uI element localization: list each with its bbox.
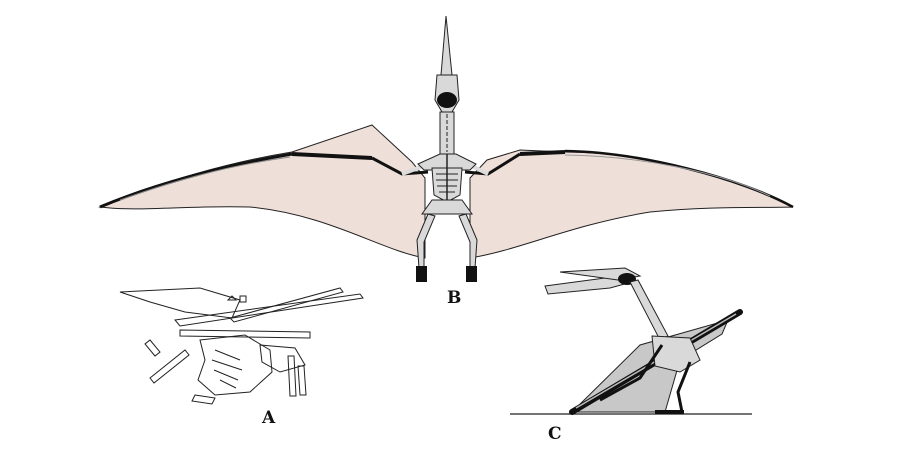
fossil-bone-upright-1 — [287, 355, 297, 397]
left-metacarpal — [291, 152, 373, 160]
fossil-bone-left — [144, 339, 161, 357]
panel-label-c: C — [548, 424, 562, 444]
c-neck — [629, 279, 669, 341]
left-wing-finger-inner — [119, 156, 291, 201]
right-wing-finger — [564, 149, 794, 209]
fossil-torso-mass — [197, 334, 273, 396]
right-metacarpal — [519, 150, 566, 156]
left-wing-membrane — [98, 124, 426, 259]
fossil-ribs — [211, 349, 243, 389]
right-foot — [466, 266, 477, 282]
left-wing-finger — [99, 152, 293, 209]
panel-c-terrestrial-posture — [510, 267, 752, 415]
panel-b-flight-reconstruction — [98, 15, 794, 282]
left-foot — [416, 266, 427, 282]
fossil-fragments — [191, 295, 247, 405]
pelvis — [421, 199, 473, 215]
panel-a-fossil-sketch — [119, 287, 364, 405]
c-forelimb — [599, 344, 664, 402]
fossil-wing-bone-2 — [229, 287, 344, 323]
fossil-arm-bone — [179, 329, 311, 339]
fossil-long-wing-bone — [174, 293, 364, 327]
right-wing-membrane — [469, 149, 794, 259]
panel-label-a: A — [262, 408, 276, 428]
fossil-pelvis — [259, 344, 306, 373]
right-wing-finger-inner — [564, 154, 771, 197]
panel-label-b: B — [447, 288, 462, 308]
crest-and-beak — [440, 15, 453, 76]
c-hindlimb — [676, 361, 692, 413]
fossil-bone-lower — [149, 349, 190, 384]
fossil-bone-upright-2 — [297, 365, 307, 396]
skull-dark-orbit — [437, 92, 457, 108]
